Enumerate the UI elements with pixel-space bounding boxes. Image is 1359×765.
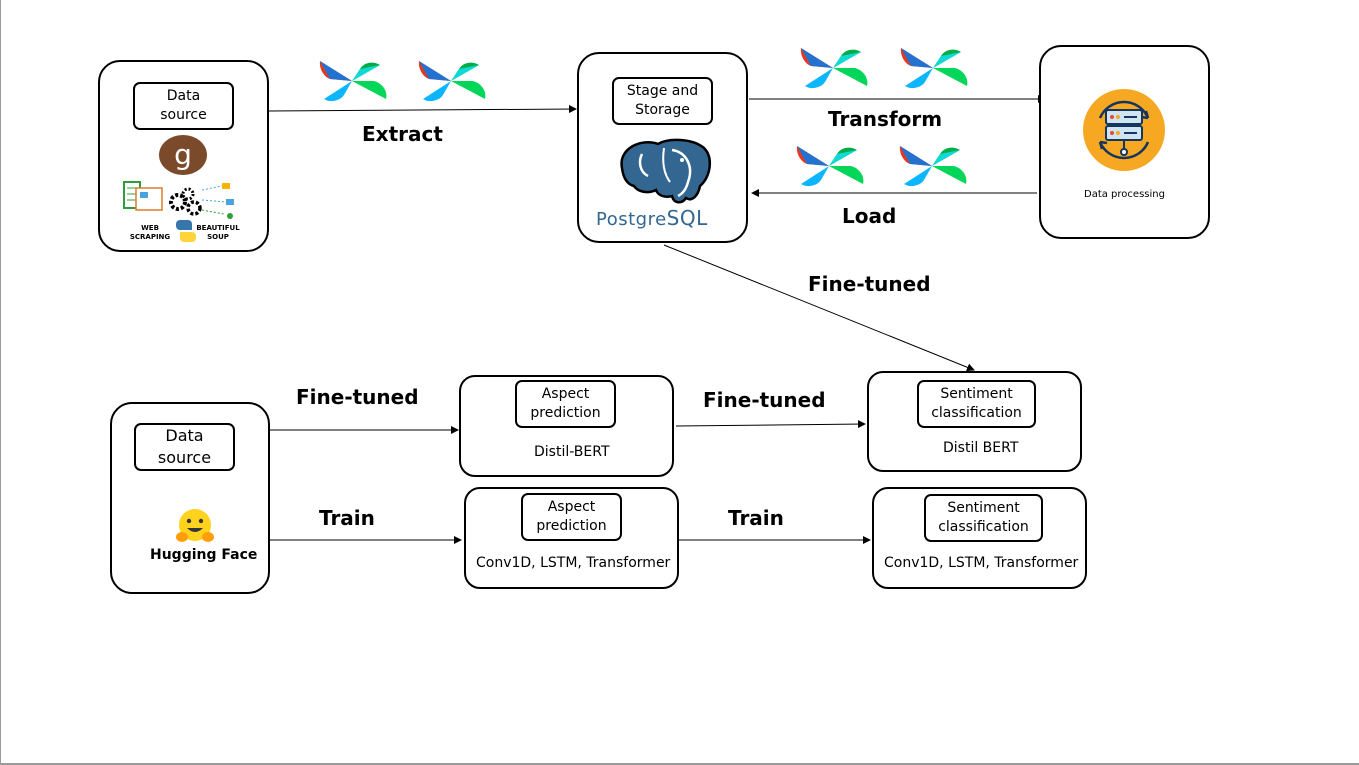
processing-box bbox=[1039, 45, 1210, 239]
fine-tuned-db-edge-label: Fine-tuned bbox=[808, 272, 931, 296]
hugging-face-name: Hugging Face bbox=[150, 547, 258, 563]
airflow-pinwheel-icon bbox=[896, 144, 970, 188]
storage-label: Stage and Storage bbox=[612, 77, 713, 125]
frame-bottom-border bbox=[0, 763, 1359, 765]
web-scraping-icon: WEB SCRAPING BEAUTIFUL SOUP bbox=[122, 180, 244, 244]
frame-left-border bbox=[0, 0, 1, 765]
fine-tuned-db-arrow bbox=[663, 244, 975, 372]
airflow-pinwheel-icon bbox=[793, 144, 867, 188]
etl-source-label: Data source bbox=[133, 82, 234, 130]
train-mid-edge-label: Train bbox=[728, 506, 784, 530]
airflow-pinwheel-icon bbox=[797, 46, 871, 90]
aspect-ft-model: Distil-BERT bbox=[534, 444, 610, 460]
postgresql-prefix: Postgre bbox=[596, 209, 667, 230]
sentiment-train-model: Conv1D, LSTM, Transformer bbox=[884, 555, 1079, 571]
aspect-train-model: Conv1D, LSTM, Transformer bbox=[476, 555, 671, 571]
hugging-face-icon bbox=[175, 507, 215, 545]
beautiful-soup-text-1: BEAUTIFUL bbox=[196, 224, 240, 232]
goodreads-icon: g bbox=[158, 134, 208, 176]
train-left-edge-label: Train bbox=[319, 506, 375, 530]
web-scraping-text-2: SCRAPING bbox=[130, 233, 171, 241]
aspect-train-label: Aspect prediction bbox=[521, 493, 622, 541]
postgresql-elephant-icon bbox=[612, 138, 716, 206]
airflow-pinwheel-icon bbox=[316, 59, 390, 103]
extract-edge-label: Extract bbox=[362, 122, 443, 146]
ml-source-box bbox=[110, 402, 270, 594]
svg-text:g: g bbox=[174, 138, 192, 171]
fine-tuned-left-edge-label: Fine-tuned bbox=[296, 385, 419, 409]
airflow-pinwheel-icon bbox=[897, 46, 971, 90]
postgresql-wordmark: PostgreSQL bbox=[596, 206, 708, 230]
fine-tuned-mid-edge-label: Fine-tuned bbox=[703, 388, 826, 412]
data-processing-icon bbox=[1082, 88, 1166, 172]
airflow-pinwheel-icon bbox=[415, 59, 489, 103]
sentiment-ft-model: Distil BERT bbox=[943, 440, 1019, 456]
beautiful-soup-text-2: SOUP bbox=[207, 233, 229, 241]
fine-tuned-mid-arrow bbox=[675, 420, 866, 429]
sentiment-train-label: Sentiment classification bbox=[924, 494, 1043, 542]
python-icon bbox=[176, 220, 196, 242]
transform-edge-label: Transform bbox=[828, 107, 943, 131]
ml-source-label: Data source bbox=[134, 423, 235, 471]
web-scraping-text-1: WEB bbox=[141, 224, 159, 232]
processing-label: Data processing bbox=[1084, 189, 1165, 200]
aspect-ft-label: Aspect prediction bbox=[515, 380, 616, 428]
load-edge-label: Load bbox=[842, 204, 897, 228]
postgresql-suffix: SQL bbox=[666, 206, 708, 230]
extract-arrow bbox=[268, 105, 577, 114]
sentiment-ft-label: Sentiment classification bbox=[917, 380, 1036, 428]
